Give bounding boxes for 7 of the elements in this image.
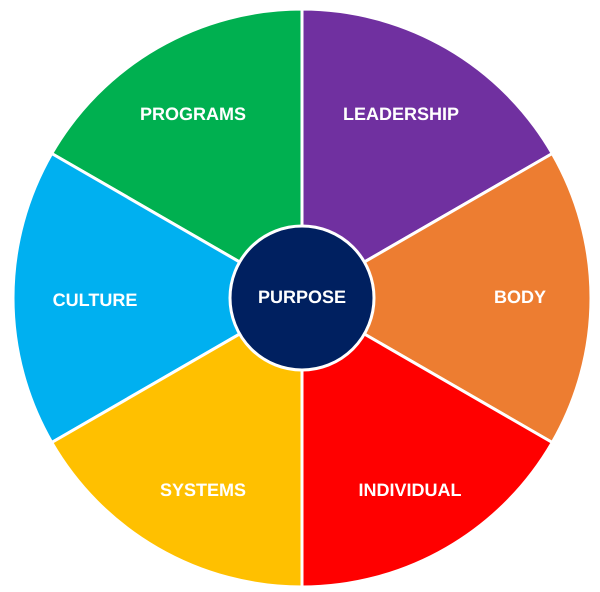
segment-label: BODY [494, 288, 546, 308]
segment-label: CULTURE [52, 291, 138, 311]
segment-label: LEADERSHIP [343, 105, 459, 125]
segment-label: INDIVIDUAL [358, 481, 462, 501]
segment-label: PROGRAMS [140, 105, 246, 125]
segment-label: SYSTEMS [160, 481, 246, 501]
center-label: PURPOSE [258, 288, 346, 308]
